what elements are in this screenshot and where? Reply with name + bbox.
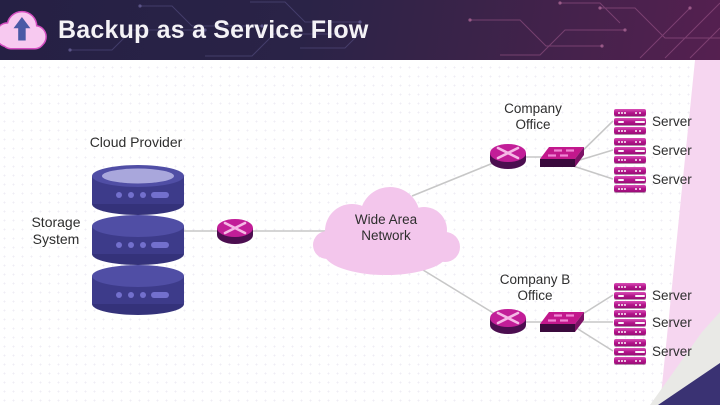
circuit-pattern bbox=[68, 1, 720, 59]
server-rack-icon bbox=[614, 310, 646, 335]
upload-arrow-icon bbox=[13, 17, 31, 41]
page-title: Backup as a Service Flow bbox=[58, 16, 369, 44]
storage-system-label: Storage System bbox=[31, 214, 81, 247]
server-label: Server bbox=[652, 114, 692, 129]
server-rack-icon bbox=[614, 339, 646, 364]
wan-label: Wide Area Network bbox=[354, 212, 418, 243]
title-bar: Backup as a Service Flow bbox=[0, 0, 720, 60]
server-label: Server bbox=[652, 143, 692, 158]
server-rack-icon bbox=[614, 109, 646, 134]
server-label: Server bbox=[652, 288, 692, 303]
office-b-label: Company B Office bbox=[499, 272, 571, 303]
server-rack-icon bbox=[614, 167, 646, 192]
server-label: Server bbox=[652, 172, 692, 187]
office-a-label: Company Office bbox=[504, 101, 562, 132]
wan-cloud-shape bbox=[313, 187, 460, 275]
switch-icon bbox=[540, 312, 584, 332]
cloud-upload-icon bbox=[0, 10, 47, 50]
server-rack-icon bbox=[614, 138, 646, 163]
router-icon bbox=[490, 309, 526, 334]
switch-icon bbox=[540, 147, 584, 167]
database-stack-icon bbox=[92, 165, 184, 315]
cloud-provider-label: Cloud Provider bbox=[89, 134, 183, 150]
server-label: Server bbox=[652, 344, 692, 359]
server-label: Server bbox=[652, 315, 692, 330]
server-rack-icon bbox=[614, 283, 646, 308]
router-icon bbox=[217, 219, 253, 244]
router-icon bbox=[490, 144, 526, 169]
